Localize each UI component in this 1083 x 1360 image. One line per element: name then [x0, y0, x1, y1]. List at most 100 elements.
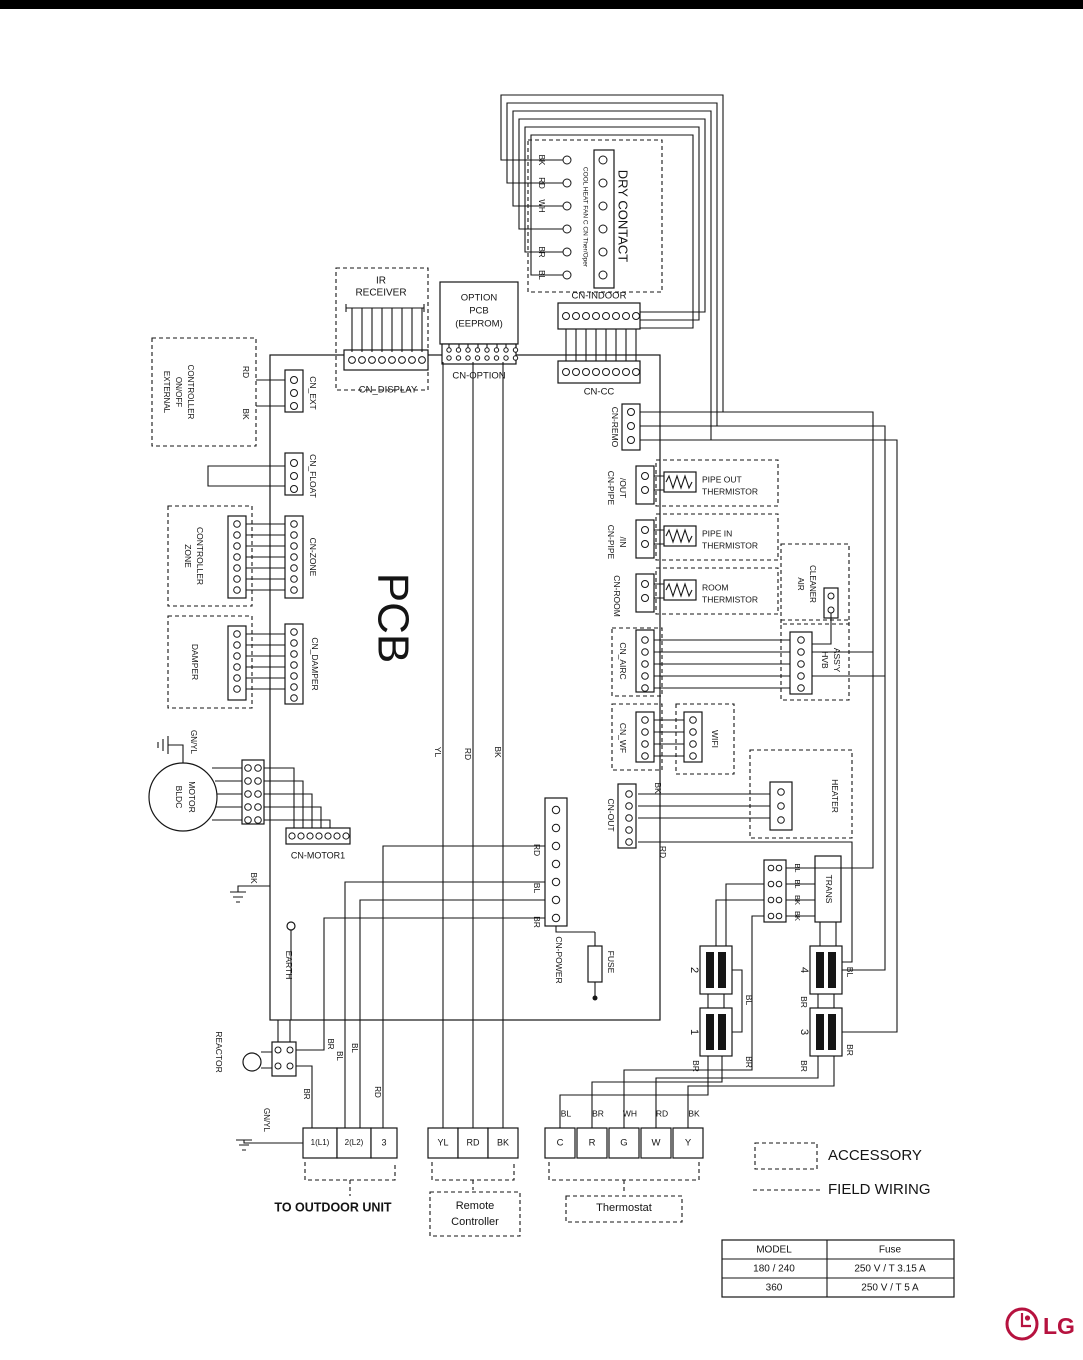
cn-remo-label: CN-REMO: [610, 407, 620, 448]
fuse-table: MODEL Fuse 180 / 240 250 V / T 3.15 A 36…: [721, 1239, 955, 1298]
wire-label-bk: BK: [793, 911, 802, 921]
external-controller-label-3: CONTROLLER: [186, 365, 195, 420]
fuse-table-header-fuse: Fuse: [879, 1245, 902, 1256]
wire-label-wh: WH: [623, 1108, 637, 1118]
wire-power: [296, 845, 596, 1128]
cn-display-connector: [343, 349, 429, 371]
cn-pipe-out-label-2: /OUT: [618, 478, 628, 498]
remote-controller-label-box: [429, 1191, 521, 1237]
wire-label-bk: BK: [653, 782, 663, 794]
terminal-block-1: [699, 1007, 733, 1057]
remote-terminal-bk-label: BK: [497, 1137, 509, 1147]
fuse-table-header-model: MODEL: [756, 1245, 792, 1256]
wire-label-br: BR: [691, 1060, 701, 1072]
pipe-out-thermistor-symbol: [663, 471, 697, 493]
thermostat-terminal-r-label: R: [589, 1138, 596, 1149]
fuse-table-row2-fuse: 250 V / T 5 A: [861, 1283, 919, 1294]
wire-label-rd: RD: [463, 748, 473, 760]
thermostat-terminal-y: [672, 1127, 704, 1159]
bldc-motor-label-1: BLDC: [174, 786, 184, 809]
wire-right-rails: [711, 411, 898, 1033]
remote-controller-label-1: Remote: [456, 1200, 495, 1212]
cn-option-connector: [441, 343, 517, 365]
cn-float-label: CN_FLOAT: [308, 454, 318, 498]
wire-label-gnyl: GN/YL: [262, 1108, 271, 1133]
lg-wordmark: LG: [1043, 1313, 1075, 1339]
wire-thermostat: [559, 915, 835, 1128]
wire-top-connectors: [345, 304, 637, 361]
wire-left-connectors: [207, 379, 285, 690]
wires: [157, 94, 898, 1196]
page-top-bar: [0, 0, 1083, 9]
wire-label-bk: BK: [537, 155, 546, 166]
damper-label: DAMPER: [190, 644, 200, 680]
option-pcb-label-1: OPTION: [461, 293, 498, 304]
ir-receiver-label-1: IR: [376, 276, 386, 287]
cn-motor1-label: CN-MOTOR1: [291, 850, 345, 860]
thermostat-label: Thermostat: [596, 1202, 652, 1214]
cn-wf-label: CN_WF: [618, 723, 628, 753]
lg-logo-face-lines: [1020, 1313, 1031, 1328]
remote-terminal-rd-label: RD: [467, 1137, 480, 1147]
pcb-label: PCB: [368, 573, 417, 663]
thermostat-terminal-w-label: W: [652, 1138, 661, 1149]
wire-label-br: BR: [326, 1038, 335, 1049]
pipe-in-thermistor-label-1: PIPE IN: [702, 528, 732, 538]
wire-label-br: BR: [799, 996, 809, 1008]
thermostat-terminal-c: [544, 1127, 576, 1159]
thermostat-label-box: [565, 1195, 683, 1223]
option-pcb-label-3: (EEPROM): [455, 319, 503, 330]
hvb-assy-label-2: ASS'Y: [832, 648, 842, 673]
reactor-motor-symbol: [242, 1052, 262, 1072]
cn-pipe-in-label-1: CN-PIPE: [606, 525, 616, 560]
wire-label-wh: WH: [537, 199, 546, 213]
thermostat-terminal-c-label: C: [557, 1138, 564, 1149]
cn-airc-label: CN_AIRC: [618, 642, 628, 679]
room-thermistor-label-2: THERMISTOR: [702, 594, 758, 604]
wire-label-rd: RD: [241, 366, 251, 378]
terminal-block-1-label: 1: [688, 1029, 700, 1035]
cn-ext-label: CN_EXT: [308, 376, 318, 410]
bldc-motor-label-2: MOTOR: [187, 781, 197, 812]
pipe-in-thermistor-symbol: [663, 525, 697, 547]
wire-label-bl: BL: [744, 995, 754, 1006]
wire-label-br: BR: [845, 1044, 855, 1056]
wire-label-rd: RD: [656, 1108, 668, 1118]
cn-option-label: CN-OPTION: [452, 371, 505, 382]
wire-bottom-left: [236, 362, 504, 1151]
terminal-blocks: [699, 945, 843, 1057]
hvb-assy-box: [780, 619, 850, 701]
hvb-assy-label-1: HVB: [820, 651, 830, 669]
terminal-block-3-label: 3: [798, 1029, 810, 1035]
outdoor-terminal-2: [336, 1127, 372, 1159]
cn-pipe-in-connector: [635, 519, 655, 559]
air-cleaner-box: [780, 543, 850, 625]
wire-label-bk: BK: [241, 408, 251, 420]
outdoor-unit-label: TO OUTDOOR UNIT: [274, 1200, 391, 1214]
wifi-label: WIFI: [710, 730, 720, 748]
cn-room-label: CN-ROOM: [612, 575, 622, 617]
wire-label-bk: BK: [249, 872, 259, 884]
thermostat-terminal-y-label: Y: [685, 1138, 692, 1149]
pipe-in-thermistor-label-2: THERMISTOR: [702, 540, 758, 550]
fuse-table-row1-model: 180 / 240: [753, 1264, 795, 1275]
cn-wf-box: [611, 703, 663, 771]
field-wiring-brackets: [304, 1162, 823, 1196]
fuse-table-row1-fuse: 250 V / T 3.15 A: [854, 1264, 926, 1275]
outdoor-terminal-3: [370, 1127, 398, 1159]
wire-label-rd: RD: [373, 1086, 382, 1098]
pcb-board: [269, 354, 661, 1021]
accessory-legend-box: [754, 1142, 818, 1170]
zone-controller-label-1: ZONE: [183, 544, 193, 568]
trans-body: [814, 855, 842, 923]
wire-label-bl: BL: [537, 270, 546, 280]
ir-receiver-label-2: RECEIVER: [355, 288, 406, 299]
trans-label: TRANS: [824, 875, 834, 904]
fuse-label: FUSE: [606, 951, 616, 974]
fuse-table-border: [721, 1239, 955, 1298]
cn-indoor-label: CN-INDOOR: [572, 291, 627, 302]
wire-label-bk: BK: [688, 1108, 700, 1118]
outdoor-terminal-3-label: 3: [381, 1137, 386, 1147]
cn-pipe-in-label-2: /IN: [618, 537, 628, 548]
lg-logo-circle: [1005, 1307, 1039, 1341]
